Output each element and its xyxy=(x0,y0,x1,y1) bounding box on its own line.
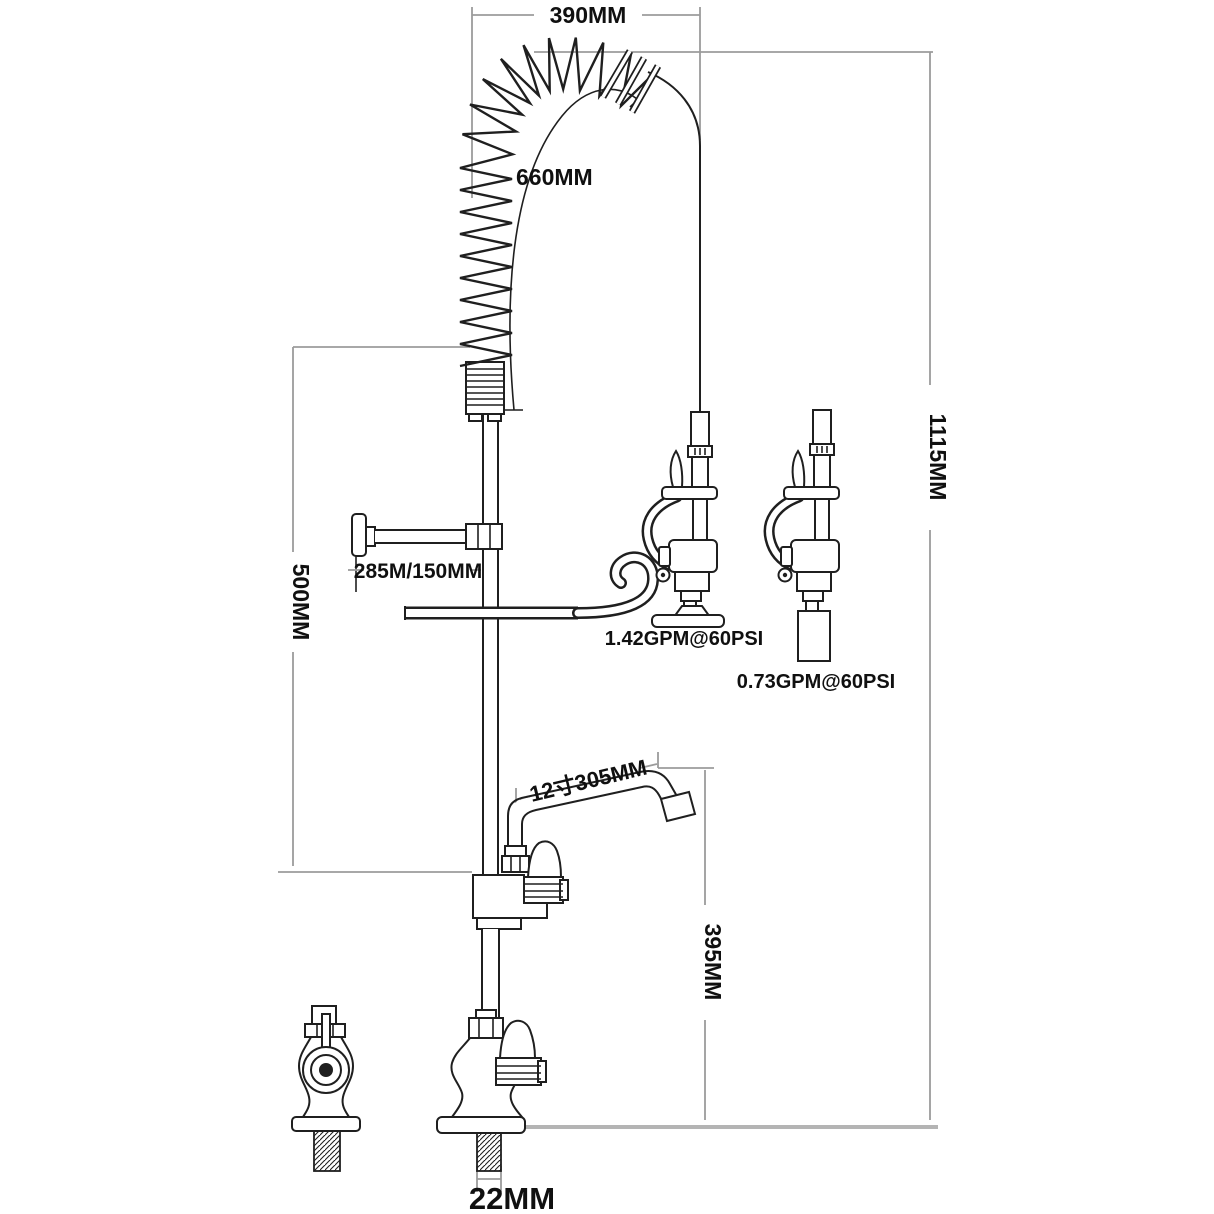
main-valve-knob xyxy=(495,1019,547,1086)
dimension-extension-lines xyxy=(278,7,933,1192)
dim-inlet-thread: 22MM xyxy=(469,1181,555,1214)
label-nozzle-flow: 0.73GPM@60PSI xyxy=(737,671,895,693)
hose-measure-arc xyxy=(505,88,647,411)
low-flow-nozzle-detail xyxy=(763,409,840,662)
spring-grip xyxy=(465,361,505,422)
addon-valve-body xyxy=(472,874,548,1020)
label-spray-head-flow: 1.42GPM@60PSI xyxy=(605,628,763,650)
addon-valve-knob xyxy=(523,840,569,904)
main-faucet-body xyxy=(436,1009,547,1172)
spring-coil-hose xyxy=(459,37,662,368)
wall-bracket xyxy=(351,513,503,557)
spray-valve-detail xyxy=(641,411,725,628)
riser-pipe xyxy=(482,414,499,875)
addon-spout xyxy=(501,770,697,873)
dim-spout-height: 395MM xyxy=(700,924,726,1001)
inlet-thread-stud xyxy=(476,1132,502,1172)
dim-top-span: 390MM xyxy=(550,2,627,28)
flex-hose xyxy=(647,71,701,414)
dim-wall-bracket: 285M/150MM xyxy=(354,560,482,583)
base-flange xyxy=(436,1116,526,1134)
spring-coil-end xyxy=(599,49,662,114)
dim-hose-length: 660MM xyxy=(516,164,593,190)
dim-overall-height: 1115MM xyxy=(925,414,951,501)
dim-upper-section: 500MM xyxy=(288,564,314,641)
front-view-body xyxy=(291,1005,361,1172)
pipe-hook xyxy=(404,551,659,620)
